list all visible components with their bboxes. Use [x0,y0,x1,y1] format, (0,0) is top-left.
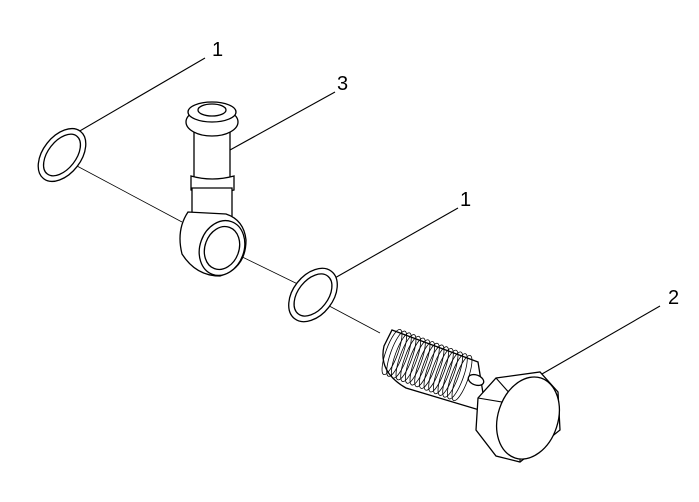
thread-ring [381,328,403,376]
thread-ring [409,339,431,386]
thread-ring [404,337,426,384]
leader-lines [77,57,661,379]
leader-line-2 [534,305,661,379]
thread-ring [428,346,450,393]
leader-line-1b [325,207,459,284]
sealing-washer-upper [37,127,87,183]
banjo-bolt [381,328,561,463]
callout-1-lower: 1 [460,189,471,211]
thread-ring [437,349,459,396]
thread-ring [395,334,417,381]
thread-ring [423,344,445,391]
thread-ring [442,351,464,398]
thread-ring [386,330,408,377]
thread-ring [400,335,422,382]
callout-1-upper: 1 [212,39,223,61]
leader-line-3 [229,91,336,151]
sealing-washer-lower [288,267,338,323]
thread-ring [414,341,436,388]
thread-ring [390,332,412,379]
callouts: 1 3 1 2 [212,39,679,309]
thread-ring [432,348,454,395]
axis-segment-washer-to-banjo [61,157,183,223]
bolt-cross-hole [467,373,485,387]
banjo-fitting [179,101,247,277]
callout-3: 3 [337,73,348,95]
bolt-threads [381,328,473,402]
thread-ring [446,353,468,400]
leader-line-1a [77,57,206,133]
callout-2: 2 [668,287,679,309]
thread-ring [418,342,440,389]
thread-ring [451,354,473,402]
